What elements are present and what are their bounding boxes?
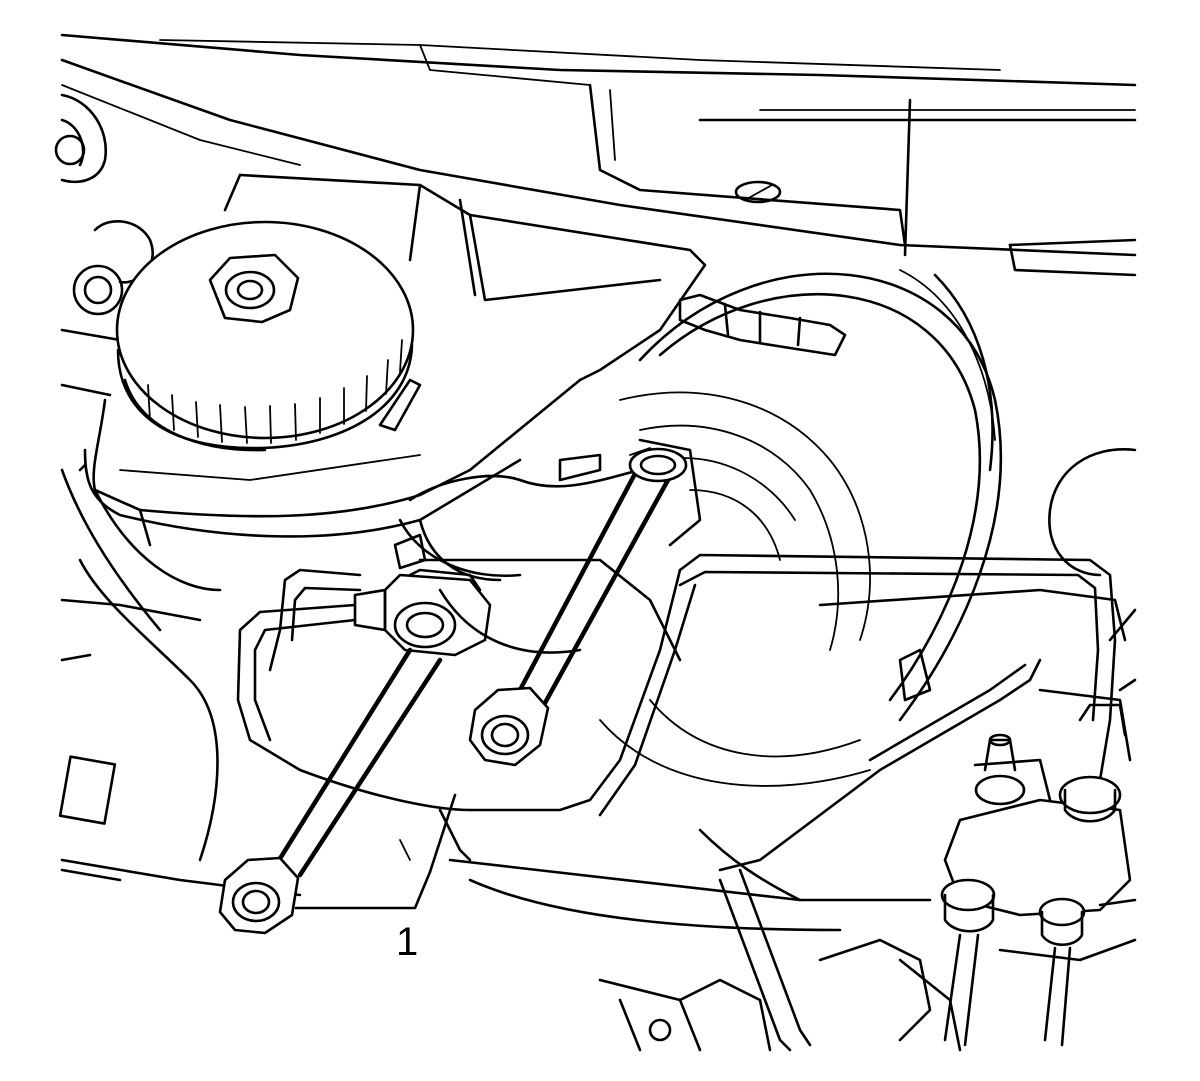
cap-hex-nut <box>208 253 300 324</box>
cowl-panel <box>60 33 1137 277</box>
bracket <box>58 755 117 825</box>
mounting-stud-2 <box>218 647 443 935</box>
fluid-reservoir <box>78 173 707 592</box>
cap-ridges <box>147 339 403 444</box>
mounting-stud-1 <box>468 447 688 767</box>
right-bracket <box>1048 448 1137 692</box>
callout-1: 1 <box>294 793 457 964</box>
valve-fitting-3 <box>940 878 996 1047</box>
mounting-nut-1 <box>468 686 550 767</box>
callout-1-label: 1 <box>396 920 418 964</box>
hose-connector <box>72 264 124 316</box>
reservoir-cap <box>115 220 415 452</box>
panel-hole <box>734 180 782 204</box>
brake-lines <box>236 553 1127 1052</box>
valve-fitting-4 <box>1038 897 1086 1047</box>
pressure-sensor-connector <box>353 568 492 657</box>
master-cylinder-body <box>393 438 702 662</box>
valve-fitting-1 <box>974 733 1026 806</box>
brake-booster <box>558 269 1003 787</box>
valve-fitting-2 <box>1058 775 1122 823</box>
left-components <box>54 93 302 897</box>
fluid-level-sensor-connector <box>678 293 847 357</box>
lower-chassis <box>60 768 1137 1052</box>
combination-valve <box>898 648 1132 1047</box>
